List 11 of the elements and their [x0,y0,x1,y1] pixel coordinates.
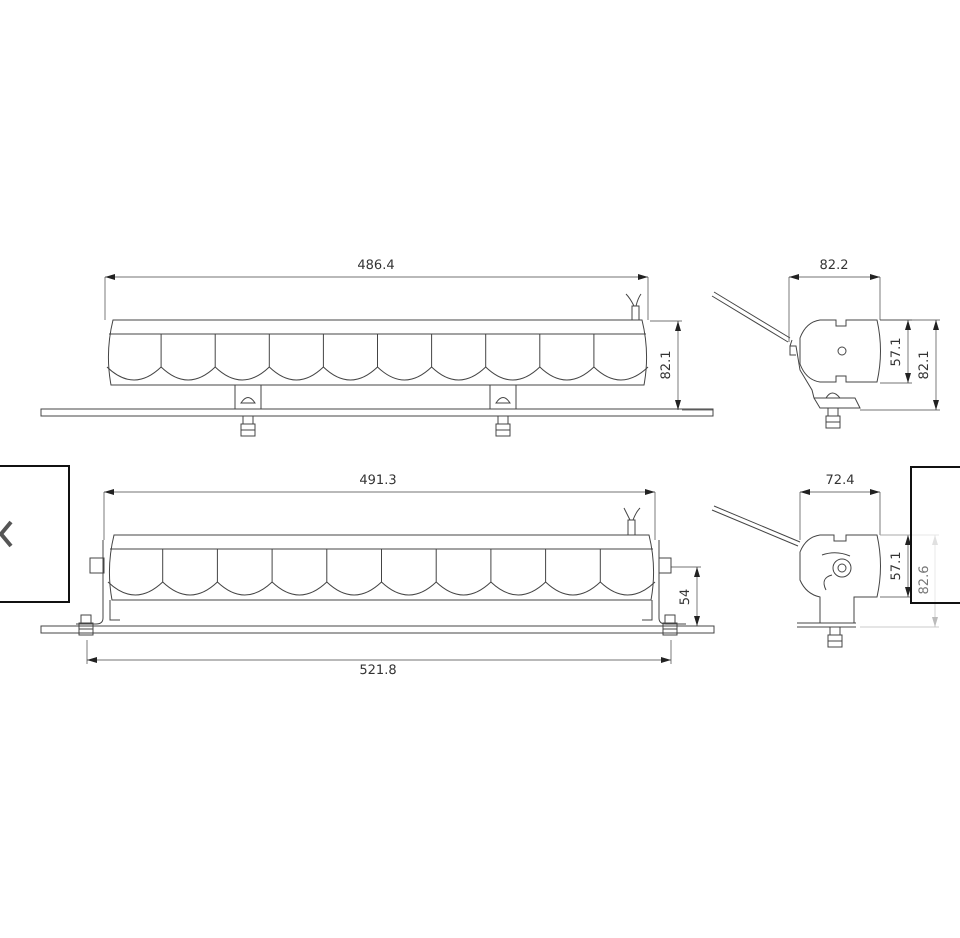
dimension-label: 521.8 [359,664,397,678]
dimension-label: 54 [679,588,693,606]
dimension-label: 82.6 [918,566,932,594]
dimension-label: 486.4 [357,259,395,273]
dimension-label: 82.1 [660,350,674,380]
dimension-label: 491.3 [359,474,397,488]
dimension-label: 72.4 [826,474,854,488]
dimension-label: 82.1 [918,350,932,380]
dimension-label: 57.1 [890,338,904,366]
dimension-label: 82.2 [820,259,848,273]
dimension-label: 57.1 [890,552,904,580]
